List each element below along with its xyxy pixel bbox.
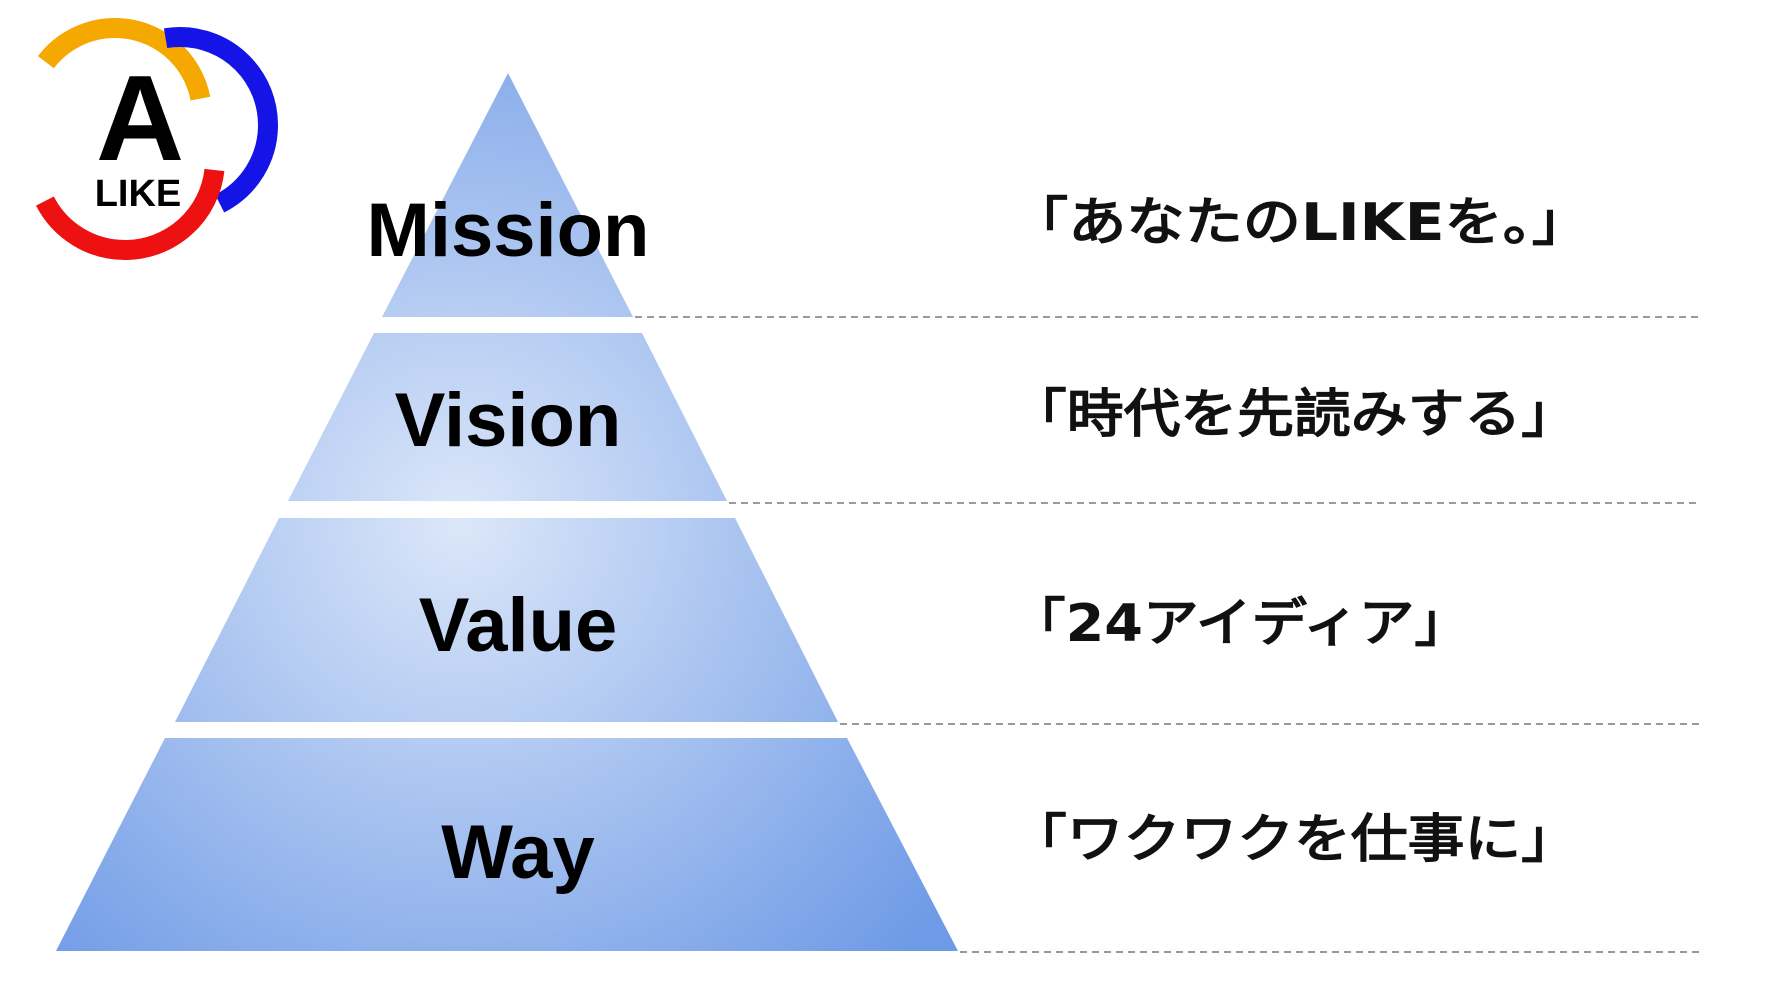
tier-labels: Mission Vision Value Way: [367, 188, 650, 895]
tier-label-vision: Vision: [395, 378, 622, 463]
pyramid-tier-value: [175, 518, 838, 722]
tagline-way: 「ワクワクを仕事に」: [1010, 810, 1578, 870]
logo-letter: A: [96, 50, 184, 186]
tagline-value: 「24アイディア」: [1010, 594, 1470, 654]
logo-text: LIKE: [95, 173, 182, 215]
tier-label-mission: Mission: [367, 188, 650, 273]
tier-label-way: Way: [441, 810, 594, 895]
tier-label-value: Value: [419, 583, 618, 668]
tagline-vision: 「時代を先読みする」: [1010, 385, 1578, 445]
pyramid-tier-vision: [288, 333, 727, 501]
pyramid: [56, 73, 958, 951]
logo-red-ring: [25, 60, 225, 260]
logo-orange-ring: [18, 18, 212, 212]
divider-lines: [635, 316, 1700, 953]
logo-blue-ring: [82, 27, 278, 223]
taglines: 「あなたのLIKEを。」 「時代を先読みする」 「24アイディア」 「ワクワクを…: [1010, 193, 1590, 870]
company-logo: A LIKE: [18, 18, 278, 260]
pyramid-tier-way: [56, 738, 958, 951]
tagline-mission: 「あなたのLIKEを。」: [1010, 193, 1590, 253]
pyramid-tier-mission: [382, 73, 633, 317]
